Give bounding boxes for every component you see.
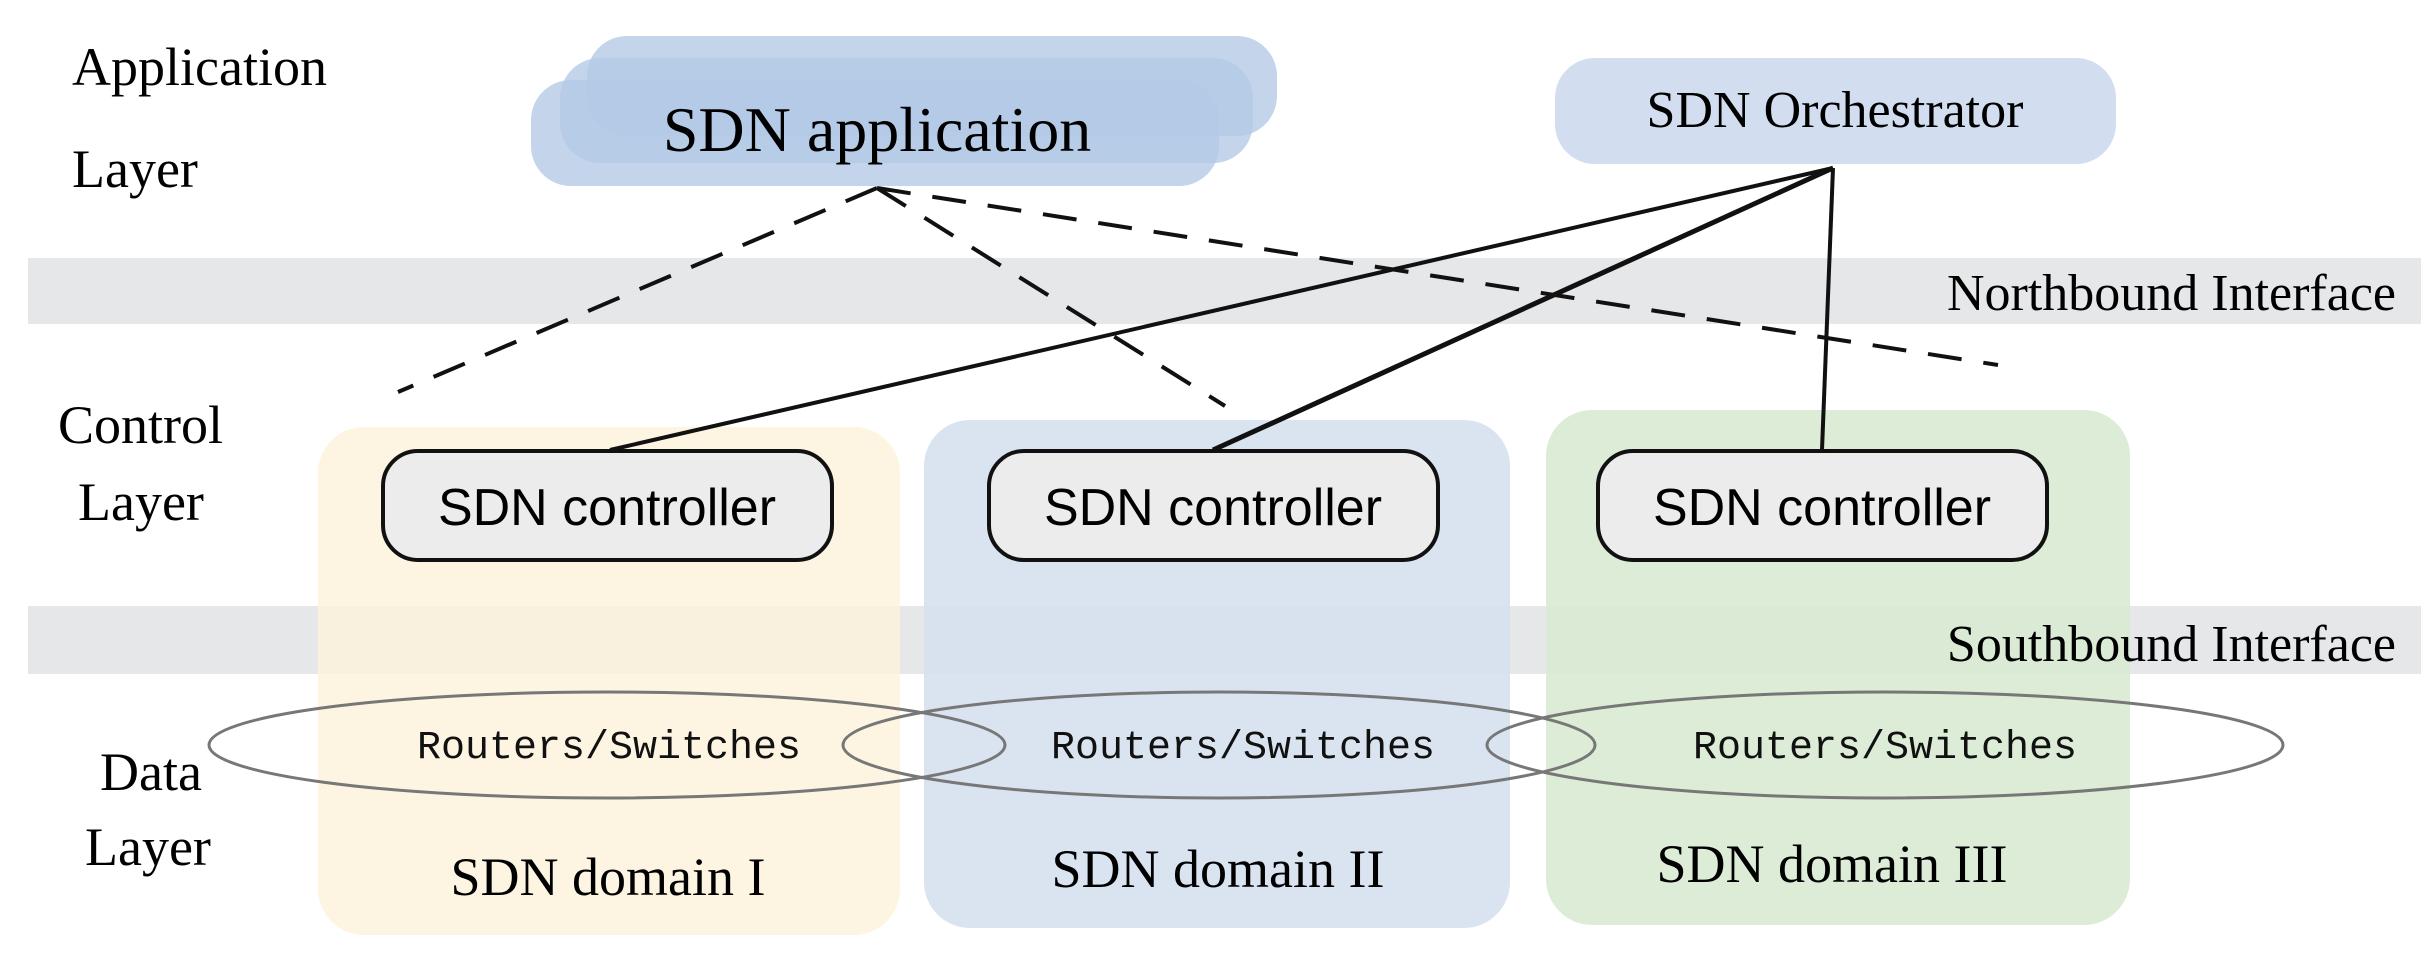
orch-link-domain-2 bbox=[1211, 165, 1835, 453]
routers-switches-label-3: Routers/Switches bbox=[1693, 726, 2077, 771]
controller-domain-2[interactable]: SDN controller bbox=[987, 449, 1440, 562]
controller-label: SDN controller bbox=[438, 479, 776, 537]
orch-link-domain-1 bbox=[609, 166, 1834, 452]
routers-switches-label-1: Routers/Switches bbox=[417, 726, 801, 771]
domain-1-name: SDN domain I bbox=[451, 847, 766, 907]
application-label: SDN application bbox=[663, 94, 1091, 165]
controller-label: SDN controller bbox=[1044, 479, 1382, 537]
sdn-application-stack[interactable]: SDN application bbox=[531, 36, 1277, 186]
controller-domain-1[interactable]: SDN controller bbox=[381, 449, 834, 562]
sdn-orchestrator[interactable]: SDN Orchestrator bbox=[1555, 58, 2116, 164]
application-layer-label-line1: Application bbox=[72, 37, 327, 97]
routers-switches-domain-1[interactable] bbox=[207, 690, 1007, 800]
controller-box bbox=[381, 449, 834, 562]
routers-switches-domain-2[interactable] bbox=[841, 690, 1597, 800]
control-layer-label-line2: Layer bbox=[78, 472, 204, 532]
routers-switches-domain-3[interactable] bbox=[1485, 690, 2285, 800]
data-layer-label-line1: Data bbox=[100, 742, 202, 802]
orchestrator-box bbox=[1555, 58, 2116, 164]
application-box-front bbox=[531, 80, 1219, 186]
northbound-interface-band bbox=[28, 258, 2421, 324]
data-layer-label-line2: Layer bbox=[85, 817, 211, 877]
controller-box bbox=[987, 449, 1440, 562]
app-link-domain-3 bbox=[876, 186, 1999, 367]
application-links bbox=[397, 186, 1999, 408]
routers-switches-ellipse bbox=[207, 690, 1007, 800]
routers-switches-ellipse bbox=[841, 690, 1597, 800]
domain-3-name: SDN domain III bbox=[1657, 834, 2008, 894]
orch-link-domain-3 bbox=[1820, 167, 1835, 451]
application-layer-label-line2: Layer bbox=[72, 139, 198, 199]
routers-switches-label-2: Routers/Switches bbox=[1051, 726, 1435, 771]
controller-box bbox=[1596, 449, 2049, 562]
northbound-interface-label: Northbound Interface bbox=[1947, 265, 2396, 322]
routers-switches-ellipse bbox=[1485, 690, 2285, 800]
control-layer-label-line1: Control bbox=[58, 395, 223, 455]
controller-label: SDN controller bbox=[1653, 479, 1991, 537]
orchestrator-links bbox=[609, 165, 1835, 453]
southbound-interface-label: Southbound Interface bbox=[1947, 616, 2396, 673]
app-link-domain-2 bbox=[875, 186, 1227, 408]
orchestrator-label: SDN Orchestrator bbox=[1647, 82, 2024, 139]
controller-domain-3[interactable]: SDN controller bbox=[1596, 449, 2049, 562]
app-link-domain-1 bbox=[397, 186, 878, 394]
domain-2-name: SDN domain II bbox=[1052, 839, 1385, 899]
